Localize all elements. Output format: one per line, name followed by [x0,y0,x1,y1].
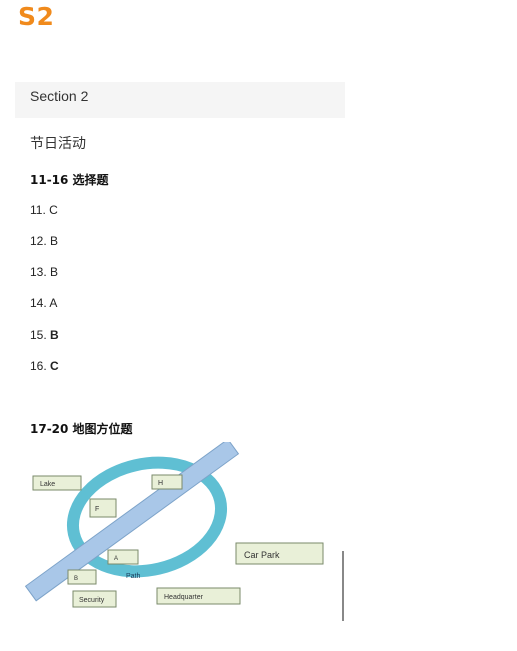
divider-line [342,551,344,621]
map-path-label: Path [126,573,141,580]
answer-value: B [50,328,59,342]
topic-block: 节日活动 [30,133,350,153]
answer-15: 15. B [30,328,59,342]
map-a-box [107,549,139,565]
answer-value: B [50,234,59,248]
answer-11: 11. C [30,203,58,217]
map-f-box [89,498,117,518]
map-b-label: B [74,576,78,582]
map-lake-label: Lake [40,481,55,488]
answer-value: C [50,359,59,373]
group1-heading: 11-16 选择题 [30,173,109,187]
map-h-label: H [158,480,163,487]
map-headquarters-label: Headquarter [164,594,204,601]
map-ring [66,456,228,578]
map-security-box [72,590,117,608]
map-diagonal-bar [24,442,240,602]
map-car-park-box [235,542,324,565]
topic-title: 节日活动 [30,136,86,152]
map-security-label: Security [79,597,105,604]
section-title: Section 2 [30,88,89,104]
map-car-park-label: Car Park [244,550,280,560]
answer-13: 13. B [30,265,59,279]
group2-heading: 17-20 地图方位题 [30,422,133,436]
map-f-label: F [95,506,99,513]
map-diagram: Lake H F A Path B Security Headquarter C… [24,442,324,608]
map-h-box [151,474,183,490]
s2-logo: S2 [18,2,55,31]
map-lake-box [32,475,82,491]
answer-value: C [49,203,58,217]
map-a-label: A [114,556,118,562]
answer-value: A [49,296,58,310]
answer-12: 12. B [30,234,59,248]
map-b-box [67,569,97,585]
answer-16: 16. C [30,359,59,373]
answer-14: 14. A [30,296,58,310]
map-headquarters-box [156,587,241,605]
section-header: Section 2 [15,82,345,118]
answer-value: B [50,265,59,279]
